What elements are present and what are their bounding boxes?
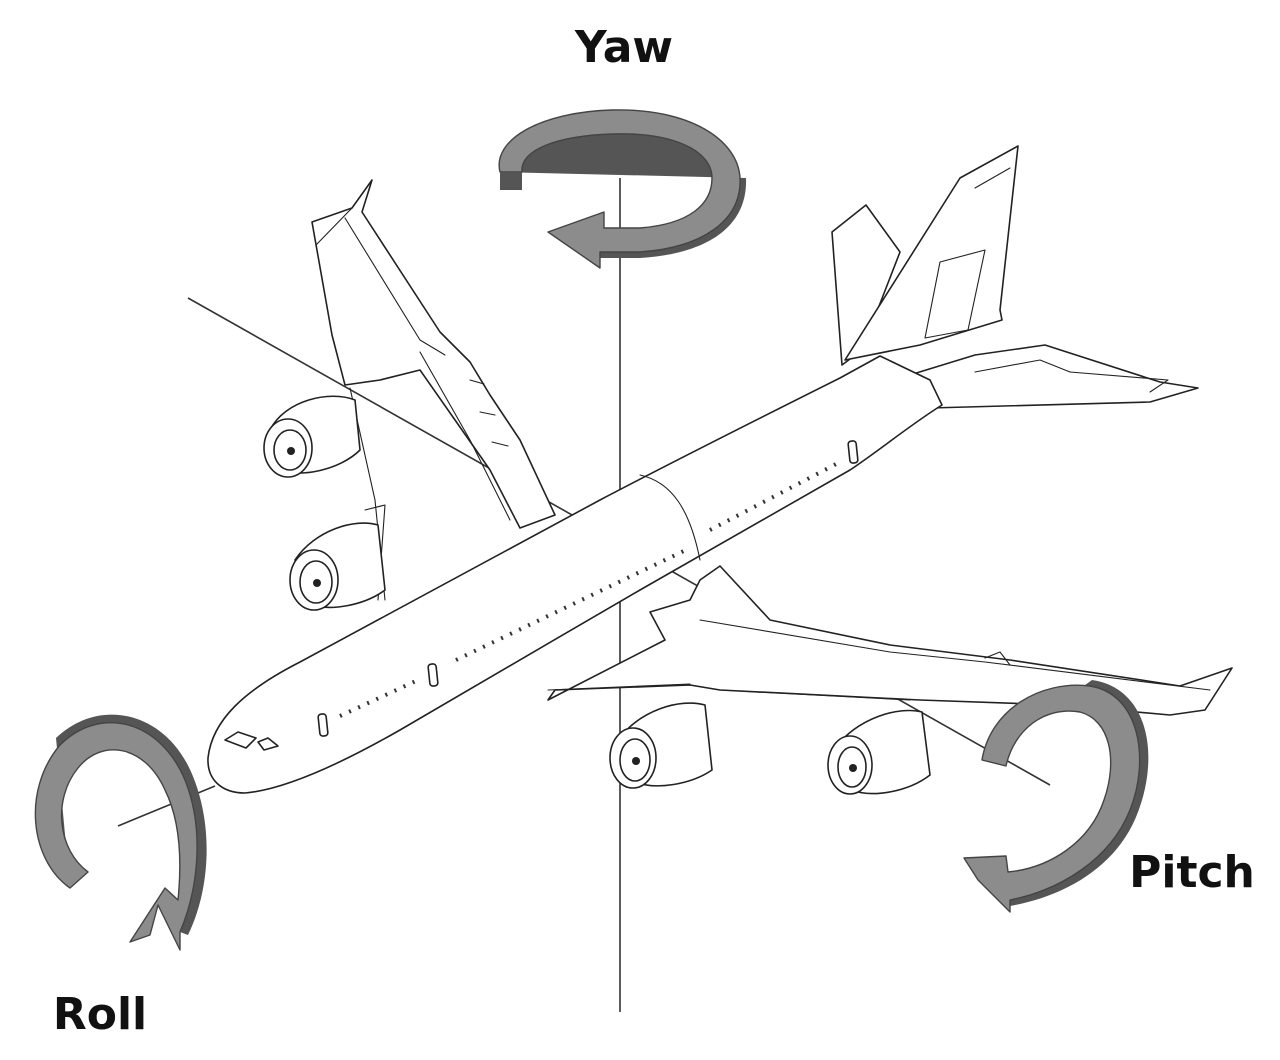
- roll-axis-line: [117, 785, 216, 827]
- fuselage: [207, 355, 943, 794]
- left-outer-engine: [263, 395, 361, 478]
- yaw-label: Yaw: [574, 22, 673, 73]
- pitch-label: Pitch: [1129, 847, 1255, 898]
- roll-label: Roll: [53, 989, 147, 1040]
- right-wing: [547, 565, 1233, 716]
- left-wing: [311, 179, 556, 601]
- roll-rotation-arrow: [34, 714, 207, 951]
- right-outer-engine: [827, 709, 931, 795]
- pitch-rotation-arrow: [963, 680, 1149, 913]
- right-inner-engine: [609, 702, 713, 789]
- tail-section: [831, 145, 1199, 409]
- left-inner-engine: [289, 522, 386, 611]
- yaw-rotation-arrow: [498, 109, 747, 269]
